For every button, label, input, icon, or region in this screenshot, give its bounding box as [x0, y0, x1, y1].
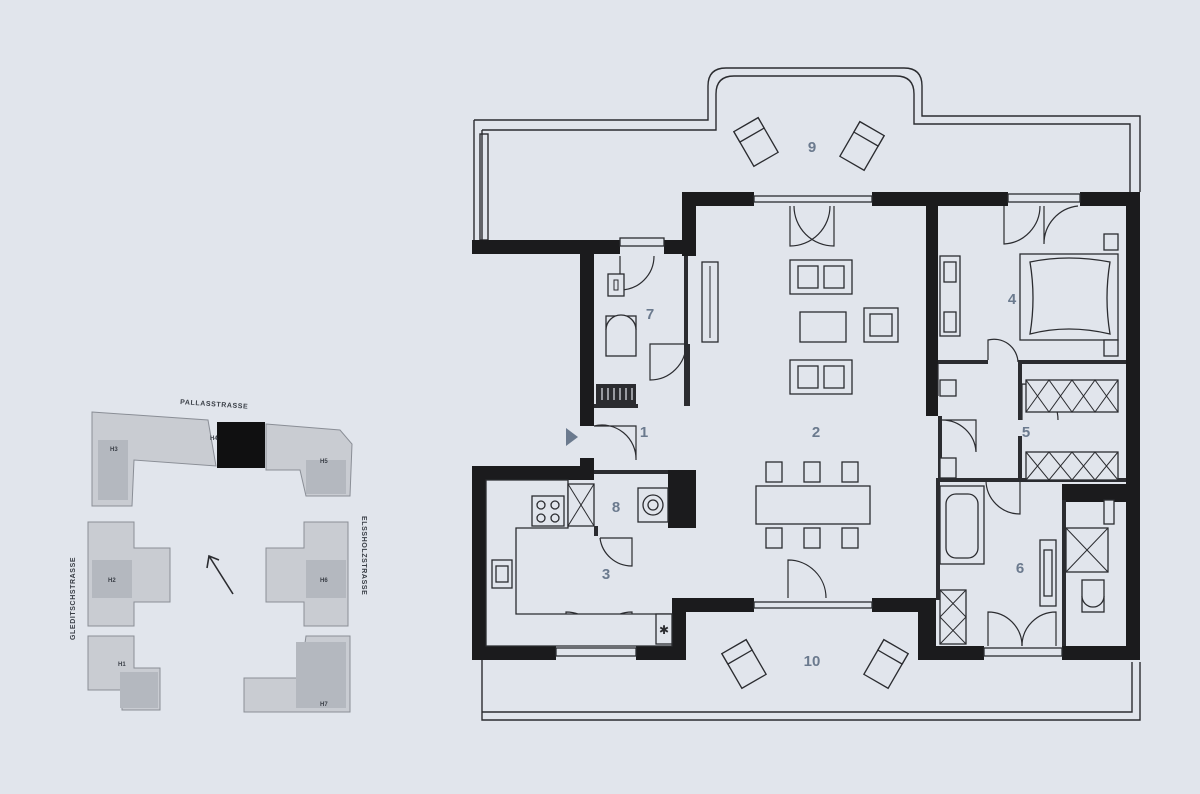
kitchen-furniture: ✱: [485, 479, 673, 647]
room-label-4: 4: [1008, 291, 1017, 308]
utility-8-fixtures: [567, 483, 669, 527]
coffee-table-icon: [799, 311, 847, 343]
room-labels: 1 2 3 4 5 6 7 8 9 10: [602, 139, 1030, 670]
room-label-7: 7: [646, 306, 654, 323]
wall: [580, 240, 594, 416]
dining-table-icon: [755, 485, 871, 525]
arrow-icon: [206, 554, 234, 595]
site-plan: PALLASSTRASSE GLEDITSCHSTRASSE ELSSHOLZS…: [70, 399, 367, 713]
walls: [472, 192, 1140, 660]
building-label-h3: H3: [110, 447, 118, 453]
room-label-6: 6: [1016, 560, 1024, 577]
balcony-9-outline: [473, 67, 1141, 242]
building-label-h2: H2: [108, 578, 116, 584]
room-label-5: 5: [1022, 424, 1030, 441]
wall: [472, 240, 586, 254]
living-room-furniture: [755, 259, 899, 549]
lounge-chair-icon: [732, 116, 780, 168]
lounge-chair-icon: [862, 638, 910, 690]
bathroom-7-fixtures: [596, 261, 719, 404]
street-label-north: PALLASSTRASSE: [180, 399, 249, 411]
building-h7: H7: [243, 635, 351, 713]
building-h4: H4: [210, 422, 265, 468]
snowflake-icon: [655, 613, 673, 645]
svg-text:✱: ✱: [659, 623, 669, 637]
wardrobe-icon: [1025, 379, 1119, 413]
building-h3: H3: [91, 411, 217, 507]
building-label-h5: H5: [320, 459, 328, 465]
sink-icon: [607, 273, 625, 297]
floor-plan: ✱: [472, 67, 1141, 721]
balcony-chairs: [720, 116, 910, 690]
windows: [555, 193, 1081, 657]
balcony-10-outline: [481, 660, 1141, 721]
lounge-chair-icon: [720, 638, 768, 690]
entrance-arrow-icon: [566, 428, 578, 446]
room-label-2: 2: [812, 424, 820, 441]
building-label-h4: H4: [210, 436, 218, 442]
street-label-east: ELSSHOLZSTRASSE: [360, 516, 367, 595]
room-label-10: 10: [804, 653, 821, 670]
building-label-h7: H7: [320, 702, 328, 708]
wardrobe-icon: [939, 589, 967, 645]
building-h1: H1: [87, 635, 161, 711]
building-h5: H5: [265, 423, 353, 497]
building-label-h6: H6: [320, 578, 328, 584]
room-label-3: 3: [602, 566, 610, 583]
street-label-west: GLEDITSCHSTRASSE: [70, 557, 77, 640]
hall-5-wardrobes: [939, 379, 1119, 481]
stove-icon: [531, 495, 565, 527]
wardrobe-icon: [1025, 451, 1119, 481]
building-label-h1: H1: [118, 662, 126, 668]
room-label-8: 8: [612, 499, 620, 516]
building-h6: H6: [265, 521, 349, 627]
bedroom-4-furniture: [939, 233, 1119, 397]
lounge-chair-icon: [838, 120, 886, 172]
room-label-9: 9: [808, 139, 816, 156]
building-h4-highlight: [217, 422, 265, 468]
building-h2: H2: [87, 521, 171, 627]
room-label-1: 1: [640, 424, 648, 441]
bathroom-6-fixtures: [939, 485, 1115, 645]
